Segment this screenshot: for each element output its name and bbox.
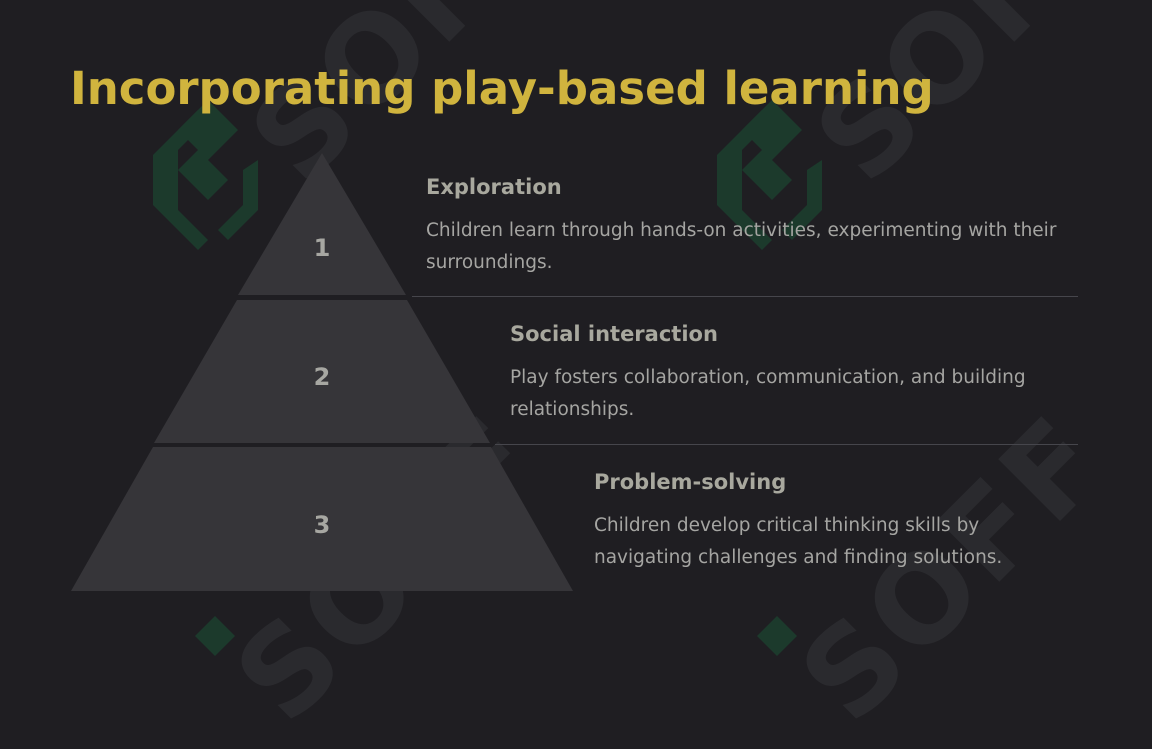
- pyramid-tier-2: [154, 300, 490, 443]
- page-title: Incorporating play-based learning: [70, 62, 934, 115]
- level-description: Children develop critical thinking skill…: [594, 515, 1003, 568]
- tier-number-1: 1: [313, 234, 331, 262]
- level-item-problem-solving: Problem-solving Children develop critica…: [594, 470, 1064, 574]
- tier-number-2: 2: [313, 363, 331, 391]
- level-heading: Exploration: [426, 175, 562, 199]
- pyramid-tier-3: [71, 447, 573, 591]
- divider: [495, 444, 1078, 445]
- divider: [412, 296, 1078, 297]
- level-item-social-interaction: Social interaction Play fosters collabor…: [510, 322, 1070, 426]
- tier-number-3: 3: [313, 511, 331, 539]
- level-description: Children learn through hands-on activiti…: [426, 220, 1057, 273]
- level-description: Play fosters collaboration, communicatio…: [510, 367, 1026, 420]
- level-heading: Social interaction: [510, 322, 718, 346]
- pyramid-diagram: [71, 153, 573, 591]
- pyramid-tier-1: [238, 153, 406, 295]
- level-item-exploration: Exploration Children learn through hands…: [426, 175, 1066, 279]
- level-heading: Problem-solving: [594, 470, 787, 494]
